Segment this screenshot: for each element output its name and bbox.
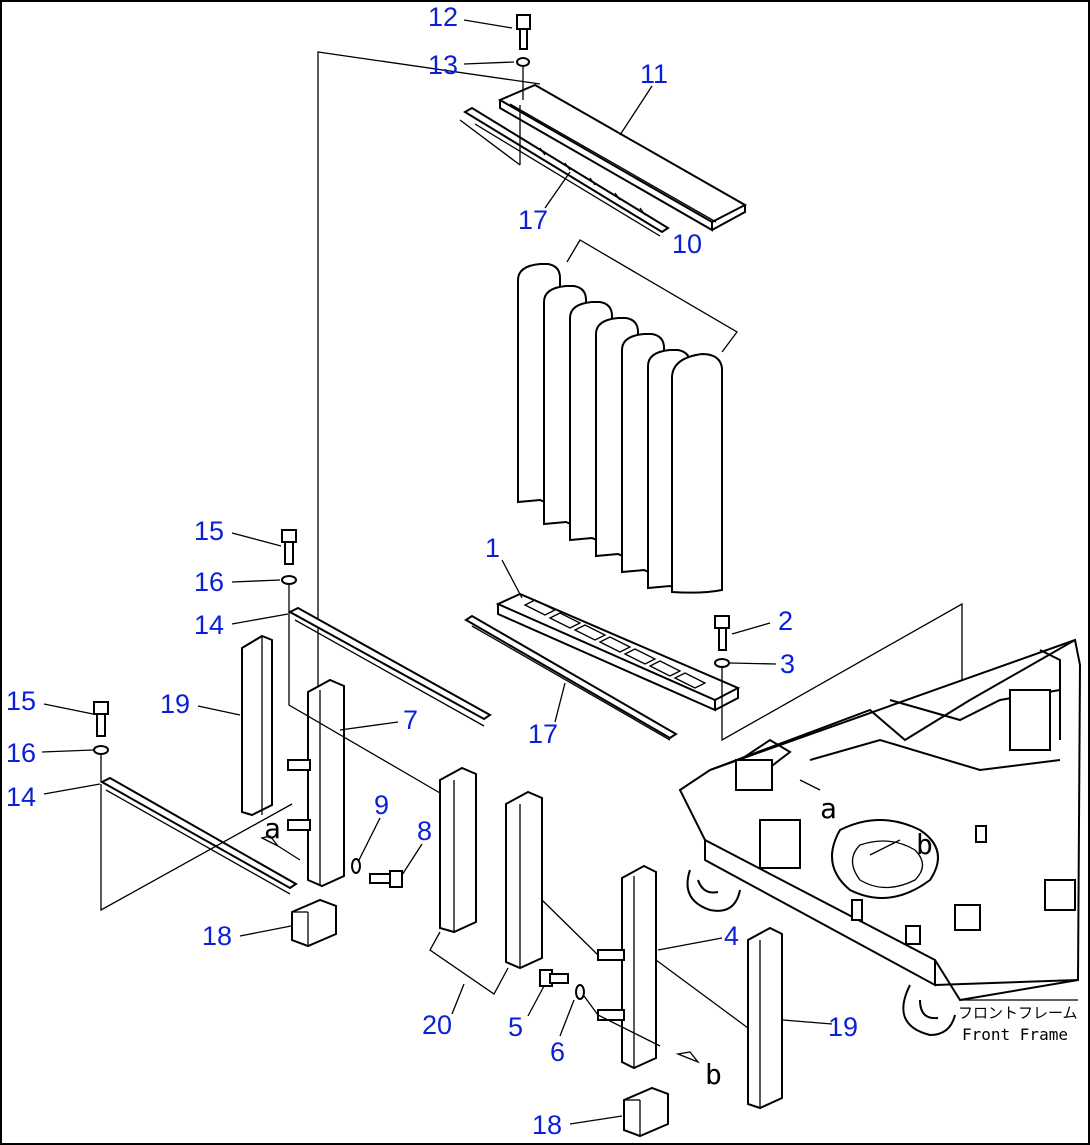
callout-16-lower: 16	[6, 738, 36, 768]
leader-lines	[41, 19, 833, 1125]
part-9-washer	[351, 858, 361, 874]
callout-2: 2	[778, 606, 793, 636]
callout-5: 5	[508, 1012, 523, 1042]
callout-6: 6	[550, 1037, 565, 1067]
part-19-pad-left	[241, 634, 273, 817]
part-12-bolt-top	[516, 14, 531, 50]
part-17-bottom-strip	[464, 614, 678, 741]
callout-8: 8	[417, 816, 432, 846]
callout-1: 1	[485, 533, 500, 563]
callout-18-left: 18	[202, 921, 232, 951]
callout-10: 10	[672, 229, 702, 259]
callout-14-lower: 14	[6, 782, 36, 812]
callout-numbers: 12 13 11 17 10 1 2 3 17 15 16 14 19 7 15…	[6, 2, 858, 1140]
callout-13: 13	[428, 50, 458, 80]
ref-letter-a-left: a	[264, 812, 281, 845]
frame-label-english: Front Frame	[962, 1025, 1068, 1044]
part-16-washer-upper	[281, 575, 297, 585]
part-16-washer-lower	[93, 745, 109, 755]
part-3-washer	[714, 658, 730, 668]
callout-17-bottom: 17	[528, 719, 558, 749]
callout-12: 12	[428, 2, 458, 32]
part-13-washer-top	[516, 57, 530, 67]
callout-15-upper: 15	[194, 516, 224, 546]
part-19-pad-right	[747, 926, 783, 1110]
ref-letter-a-frame: a	[820, 792, 837, 825]
callout-7: 7	[403, 705, 418, 735]
part-14-bar-upper	[287, 606, 492, 727]
ref-letter-b-bottom: b	[705, 1058, 722, 1091]
part-18-cushion-right	[623, 1086, 669, 1138]
part-15-bolt-upper	[281, 529, 297, 565]
part-7-bracket	[287, 678, 345, 888]
callout-14-upper: 14	[194, 610, 224, 640]
callout-11: 11	[640, 59, 668, 89]
callout-15-lower: 15	[6, 686, 36, 716]
frame-label-japanese: フロントフレーム	[958, 1004, 1078, 1022]
part-6-washer	[575, 984, 585, 1000]
part-15-bolt-lower	[93, 701, 109, 737]
part-2-bolt	[714, 615, 730, 651]
callout-17-top: 17	[518, 205, 548, 235]
front-frame	[678, 638, 1082, 1037]
part-18-cushion-left	[291, 898, 337, 948]
callout-19-right: 19	[828, 1012, 858, 1042]
part-8-bolt	[369, 870, 403, 888]
callout-18-right: 18	[532, 1110, 562, 1140]
callout-19-left: 19	[160, 689, 190, 719]
ref-letter-b-frame: b	[916, 828, 933, 861]
part-10-radiator-tubes	[517, 239, 738, 594]
callout-4: 4	[724, 921, 739, 951]
part-4-bracket	[597, 864, 657, 1070]
part-20-pads	[429, 766, 543, 995]
callout-20: 20	[422, 1010, 452, 1040]
part-5-bolt	[539, 969, 569, 987]
part-14-bar-lower	[99, 776, 298, 895]
part-1-bottom-tray	[495, 592, 741, 712]
callout-9: 9	[374, 790, 389, 820]
callout-16-upper: 16	[194, 567, 224, 597]
callout-3: 3	[780, 649, 795, 679]
part-17-top-strip	[463, 106, 670, 237]
